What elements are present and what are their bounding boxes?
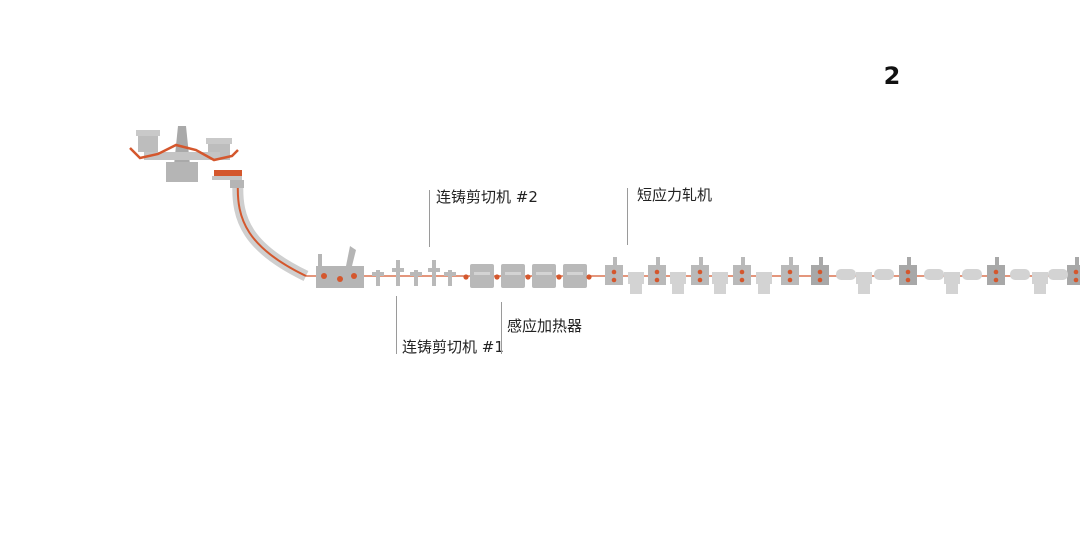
drive-unit-icon (756, 272, 772, 294)
heater-coil-slot (474, 272, 490, 275)
ladle-turret-icon (129, 126, 242, 182)
mill-stand-icon (781, 257, 799, 285)
mill-stands (605, 257, 1080, 294)
heater-roll (494, 274, 500, 280)
heater-roll (463, 274, 469, 280)
drive-unit-icon (944, 272, 960, 294)
mill-stand-icon (691, 257, 709, 285)
drive-unit-icon (670, 272, 686, 294)
shear-unit-icon (444, 270, 456, 286)
looper-icon (1048, 269, 1068, 280)
shear-unit-icon (372, 270, 384, 286)
heater-coil-slot (505, 272, 521, 275)
drive-unit-icon (856, 272, 872, 294)
drive-unit-icon (628, 272, 644, 294)
leader-line-shear-2 (429, 190, 430, 247)
drive-unit-icon (1032, 272, 1048, 294)
shear-unit-icon (428, 260, 440, 286)
looper-icon (836, 269, 856, 280)
looper-icon (924, 269, 944, 280)
heater-roll (586, 274, 592, 280)
heater-roll (556, 274, 562, 280)
heater-coil-icon (532, 264, 556, 288)
shear-group (372, 260, 456, 286)
heater-coil-icon (563, 264, 587, 288)
step-number: 2 (883, 62, 901, 90)
looper-icon (962, 269, 982, 280)
mill-stand-icon (733, 257, 751, 285)
mill-stand-icon (605, 257, 623, 285)
label-caster-shear-1: 连铸剪切机 #1 (402, 338, 504, 356)
leader-line-induction-heater (501, 302, 502, 354)
heater-coil-slot (567, 272, 583, 275)
caster-strand-icon (230, 180, 309, 281)
label-caster-shear-2: 连铸剪切机 #2 (436, 188, 538, 206)
looper-icon (1010, 269, 1030, 280)
looper-icon (874, 269, 894, 280)
shear-unit-icon (410, 270, 422, 286)
heater-roll (525, 274, 531, 280)
induction-heater-icon (463, 264, 592, 288)
leader-line-shear-1 (396, 296, 397, 354)
heater-coil-icon (501, 264, 525, 288)
mill-stand-icon (811, 257, 829, 285)
leader-line-short-stress-mill (627, 188, 628, 245)
label-short-stress-mill: 短应力轧机 (637, 186, 713, 204)
shear-unit-icon (392, 260, 404, 286)
pinch-roll-icon (316, 246, 364, 288)
heater-coil-slot (536, 272, 552, 275)
heater-coil-icon (470, 264, 494, 288)
label-induction-heater: 感应加热器 (507, 317, 583, 335)
drive-unit-icon (712, 272, 728, 294)
mill-stand-icon (648, 257, 666, 285)
mill-stand-icon (899, 257, 917, 285)
mill-stand-icon (1067, 257, 1080, 285)
mill-stand-icon (987, 257, 1005, 285)
